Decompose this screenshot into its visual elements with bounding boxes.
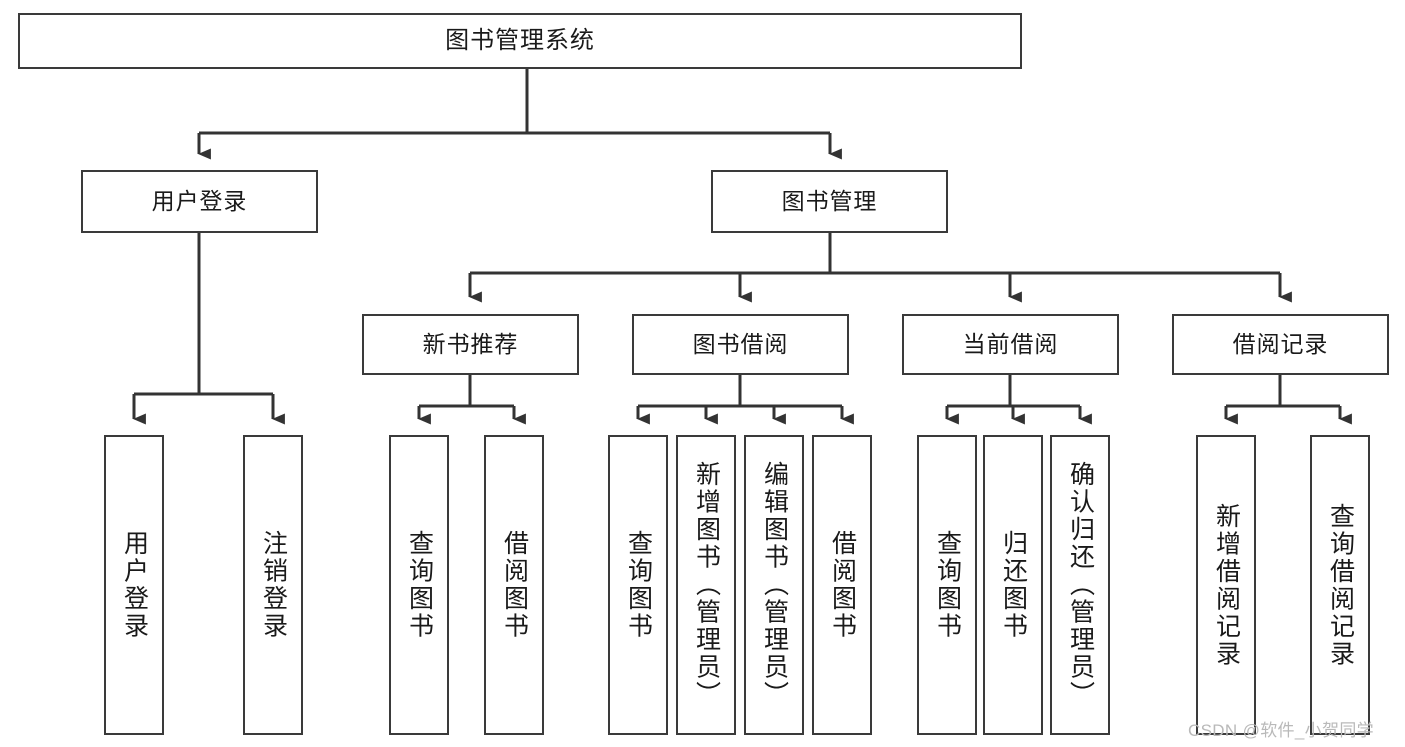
node-leaf-borrow-book-label: 借阅图书 [828, 530, 857, 640]
node-leaf-add-record[interactable]: 新增借阅记录 [1196, 435, 1256, 735]
node-user-login[interactable]: 用户登录 [81, 170, 318, 233]
node-leaf-add-book-label: 新增图书（管理员） [692, 461, 721, 709]
node-borrow-record-label: 借阅记录 [1232, 330, 1329, 357]
node-current-borrow-label: 当前借阅 [962, 330, 1059, 357]
node-leaf-borrow-book-new-label: 借阅图书 [500, 530, 529, 640]
node-leaf-return-book-label: 归还图书 [999, 530, 1028, 640]
node-current-borrow[interactable]: 当前借阅 [902, 314, 1119, 375]
node-root[interactable]: 图书管理系统 [18, 13, 1022, 69]
node-leaf-edit-book-label: 编辑图书（管理员） [760, 461, 789, 709]
node-user-login-label: 用户登录 [151, 187, 248, 214]
node-leaf-confirm-return[interactable]: 确认归还（管理员） [1050, 435, 1110, 735]
node-book-manage[interactable]: 图书管理 [711, 170, 948, 233]
node-leaf-user-logout[interactable]: 注销登录 [243, 435, 303, 735]
node-leaf-query-record-label: 查询借阅记录 [1326, 502, 1355, 668]
node-leaf-confirm-return-label: 确认归还（管理员） [1066, 461, 1095, 709]
node-leaf-user-login-label: 用户登录 [120, 530, 149, 640]
node-leaf-add-record-label: 新增借阅记录 [1212, 502, 1241, 668]
node-book-borrow-label: 图书借阅 [692, 330, 789, 357]
node-leaf-query-book-new-label: 查询图书 [405, 530, 434, 640]
node-leaf-query-book-current-label: 查询图书 [933, 530, 962, 640]
node-leaf-borrow-book-new[interactable]: 借阅图书 [484, 435, 544, 735]
node-root-label: 图书管理系统 [445, 26, 595, 54]
node-book-borrow[interactable]: 图书借阅 [632, 314, 849, 375]
node-borrow-record[interactable]: 借阅记录 [1172, 314, 1389, 375]
node-new-book-recommend-label: 新书推荐 [422, 330, 519, 357]
node-leaf-query-book-borrow[interactable]: 查询图书 [608, 435, 668, 735]
node-leaf-query-book-borrow-label: 查询图书 [624, 530, 653, 640]
node-book-manage-label: 图书管理 [781, 187, 878, 214]
node-leaf-add-book[interactable]: 新增图书（管理员） [676, 435, 736, 735]
node-leaf-edit-book[interactable]: 编辑图书（管理员） [744, 435, 804, 735]
node-leaf-user-login[interactable]: 用户登录 [104, 435, 164, 735]
node-leaf-user-logout-label: 注销登录 [259, 530, 288, 640]
node-new-book-recommend[interactable]: 新书推荐 [362, 314, 579, 375]
csdn-watermark: CSDN @软件_小贺同学 [1188, 721, 1375, 740]
node-leaf-borrow-book[interactable]: 借阅图书 [812, 435, 872, 735]
node-leaf-return-book[interactable]: 归还图书 [983, 435, 1043, 735]
node-leaf-query-book-current[interactable]: 查询图书 [917, 435, 977, 735]
node-leaf-query-book-new[interactable]: 查询图书 [389, 435, 449, 735]
node-leaf-query-record[interactable]: 查询借阅记录 [1310, 435, 1370, 735]
